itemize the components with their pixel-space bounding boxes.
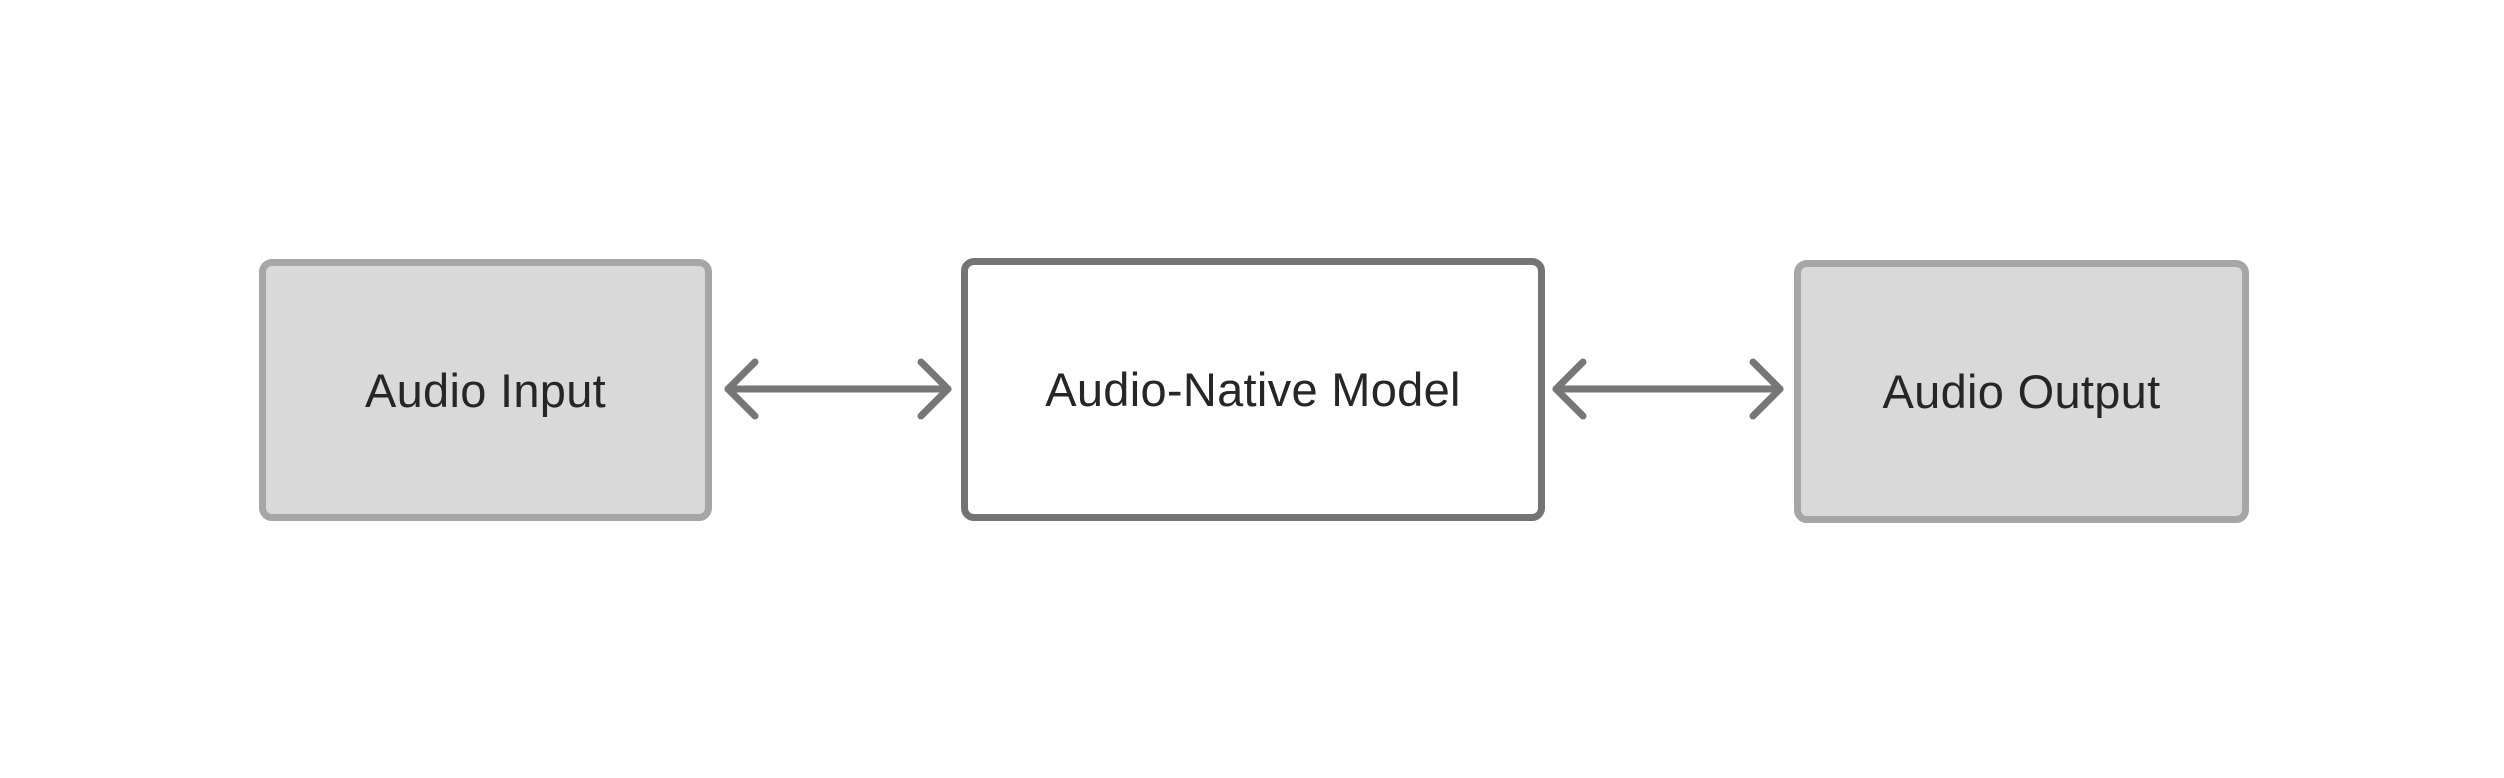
audio-output-box: Audio Output <box>1794 260 2249 523</box>
audio-output-label: Audio Output <box>1882 365 2161 418</box>
model-output-arrowhead-right <box>1749 358 1784 420</box>
model-output-arrowhead-left <box>1552 358 1587 420</box>
input-model-arrowhead-left <box>724 358 759 420</box>
input-model-bidirectional-arrow <box>724 358 952 420</box>
model-output-bidirectional-arrow <box>1552 358 1784 420</box>
audio-input-label: Audio Input <box>364 363 607 417</box>
audio-input-box: Audio Input <box>259 259 712 521</box>
input-model-arrowhead-right <box>917 358 952 420</box>
audio-native-model-box: Audio-Native Model <box>961 258 1545 521</box>
audio-native-model-label: Audio-Native Model <box>1045 363 1461 416</box>
